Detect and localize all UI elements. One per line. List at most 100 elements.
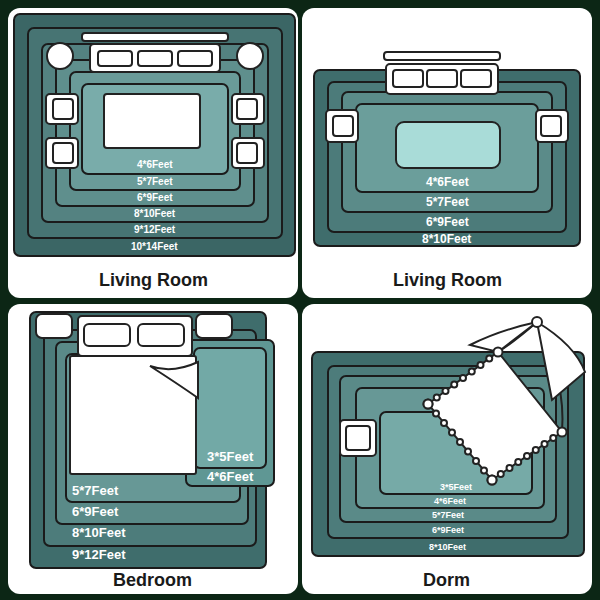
- dorm-bed: [428, 352, 562, 480]
- size-label: 8*10Feet: [429, 543, 466, 552]
- sofa: [386, 64, 498, 94]
- canopy-drape: [537, 322, 585, 400]
- size-label: 8*10Feet: [72, 526, 125, 539]
- pompom-dot: [478, 362, 484, 368]
- armchair: [536, 110, 568, 142]
- size-label: 6*9Feet: [426, 216, 469, 228]
- rug-band: 4*6Feet: [82, 84, 228, 174]
- side-table: [237, 43, 263, 69]
- headboard: [78, 316, 192, 356]
- rug-outline: [328, 82, 566, 232]
- rug-band: 6*9Feet 5*7Feet: [56, 342, 248, 524]
- pompom-dot: [473, 458, 479, 464]
- armchair: [326, 110, 358, 142]
- pompom-dot: [441, 420, 447, 426]
- pompom-dot: [469, 369, 475, 375]
- armchair: [232, 94, 264, 124]
- rug-band: 4*6Feet: [356, 104, 538, 192]
- room-panel: [8, 304, 298, 594]
- rug-band: 4*6Feet3*5Feet: [356, 388, 544, 508]
- pompom-dot: [507, 465, 513, 471]
- rug-outline: [56, 60, 254, 206]
- room-panel: Living Room10*14Feet9*12Feet8*10Feet6*9F…: [8, 8, 298, 298]
- rug-band: 6*9Feet5*7Feet4*6Feet: [56, 60, 254, 206]
- size-label: 3*5Feet: [440, 483, 472, 492]
- pompom-dot: [515, 459, 521, 465]
- sofa-back: [384, 52, 500, 60]
- rug-outline: [342, 92, 552, 212]
- cushion: [138, 51, 172, 66]
- pompom-dot: [498, 471, 504, 477]
- size-label: 9*12Feet: [72, 548, 125, 561]
- rug-band: 6*9Feet 5*7Feet4*6Feet: [328, 82, 566, 232]
- size-label: 5*7Feet: [432, 511, 464, 520]
- cushion: [427, 70, 457, 87]
- size-label: 5*7Feet: [137, 177, 173, 187]
- size-label: 10*14Feet: [131, 242, 178, 252]
- rug-band: 4*6Feet 3*5Feet: [186, 340, 274, 486]
- room-panel: [302, 304, 592, 594]
- room-panel: Living Room8*10Feet6*9Feet5*7Feet4*6Feet: [302, 8, 592, 298]
- size-label: 3*5Feet: [207, 450, 253, 463]
- armchair: [232, 138, 264, 168]
- pompom-dot: [434, 395, 440, 401]
- size-label: 8*10Feet: [134, 209, 175, 219]
- size-label: 5*7Feet: [72, 484, 118, 497]
- pompom-dot: [558, 428, 567, 437]
- nightstand: [36, 314, 72, 338]
- pompom-dot: [550, 435, 556, 441]
- armchair-seat: [333, 116, 353, 136]
- rug-outline: [194, 348, 266, 468]
- pompom-dot: [488, 476, 497, 485]
- pompom-dot: [486, 356, 492, 362]
- size-label: 9*12Feet: [134, 225, 175, 235]
- pompom-dot: [451, 382, 457, 388]
- pompom-dot: [533, 447, 539, 453]
- room-caption: Bedroom: [113, 571, 192, 589]
- rug-outline: [70, 72, 240, 190]
- pompom-dot: [524, 453, 530, 459]
- size-label: 6*9Feet: [72, 505, 118, 518]
- cushion: [461, 70, 491, 87]
- room-caption: Dorm: [423, 571, 470, 589]
- rug-band: 5*7Feet 4*6Feet: [70, 72, 240, 190]
- canopy-drape: [470, 322, 537, 352]
- rug-band: 8*10Feet6*9Feet5*7Feet4*6Feet3*5Feet: [312, 352, 584, 556]
- rug-outline: [14, 14, 295, 256]
- cushion: [393, 70, 423, 87]
- pillow: [84, 324, 130, 346]
- rug-band: 8*10Feet6*9Feet5*7Feet4*6Feet: [314, 70, 580, 246]
- rug-band: 10*14Feet9*12Feet8*10Feet6*9Feet5*7Feet4…: [14, 14, 295, 256]
- pompom-dot: [424, 400, 433, 409]
- room-caption: Living Room: [393, 271, 502, 289]
- rug-band: 6*9Feet5*7Feet4*6Feet3*5Feet: [328, 366, 568, 538]
- rug-outline: [186, 340, 274, 486]
- armchair-seat: [53, 99, 73, 119]
- pompom-dot: [542, 441, 548, 447]
- pillow: [138, 324, 184, 346]
- pompom-dot: [449, 430, 455, 436]
- size-label: 4*6Feet: [137, 160, 173, 170]
- pompom-dot: [433, 411, 439, 417]
- rug-band: 8*10Feet 6*9Feet 5*7Feet: [44, 330, 256, 546]
- rug-band: 9*12Feet 8*10Feet 6*9Feet 5*7Feet: [30, 312, 266, 568]
- pompom-dot: [460, 375, 466, 381]
- nightstand: [196, 314, 232, 338]
- rug-outline: [82, 84, 228, 174]
- rug-outline: [42, 44, 268, 222]
- rug-band: 9*12Feet8*10Feet6*9Feet5*7Feet4*6Feet: [28, 28, 282, 238]
- size-label: 4*6Feet: [207, 470, 253, 483]
- rug-outline: [312, 352, 584, 556]
- pompom-dot: [481, 468, 487, 474]
- chair: [340, 420, 376, 456]
- rug-outline: [356, 104, 538, 192]
- sofa-back: [82, 33, 228, 41]
- armchair-seat: [541, 116, 561, 136]
- pompom-dot: [443, 388, 449, 394]
- rug-band: 5*7Feet4*6Feet: [342, 92, 552, 212]
- cushion: [98, 51, 132, 66]
- room-caption: Living Room: [99, 271, 208, 289]
- armchair-seat: [237, 99, 257, 119]
- room-panel: Bedroom 9*12Feet 8*10Feet 6*9Feet 5*7Feet 4*6…: [8, 304, 298, 594]
